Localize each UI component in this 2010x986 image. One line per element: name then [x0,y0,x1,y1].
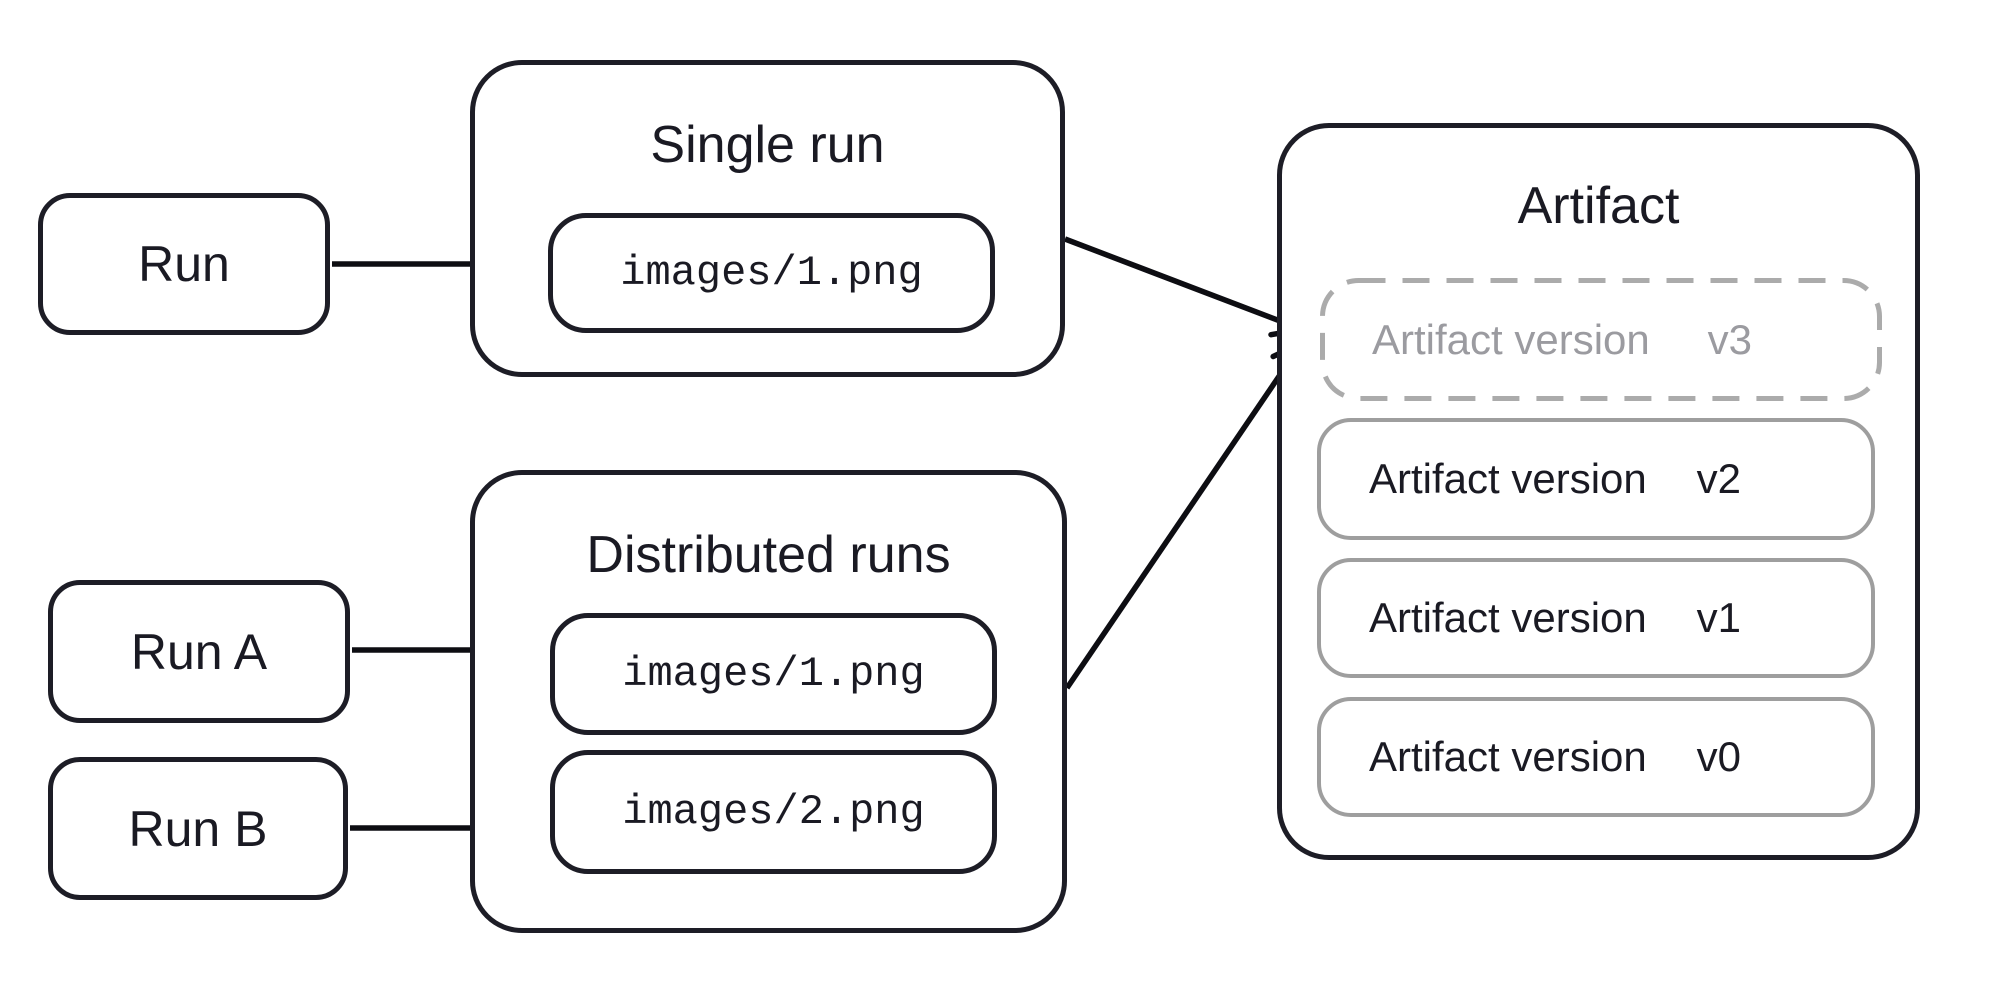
artifact-version-number: v0 [1696,733,1741,780]
file-box-dist-images-1: images/1.png [550,613,997,735]
node-run-a: Run A [48,580,350,723]
artifact-title: Artifact [1517,177,1680,235]
artifact-version-row-v1: Artifact version v1 [1317,558,1875,678]
artifact-version-row-v3: Artifact version v3 [1320,278,1882,401]
container-artifact: Artifact Artifact version v3 Artifact ve… [1277,123,1920,860]
file-box-dist-images-2: images/2.png [550,750,997,874]
artifact-version-label: Artifact version [1369,455,1647,502]
distributed-runs-title: Distributed runs [586,526,951,584]
file-box-single-images-1: images/1.png [548,213,995,333]
artifact-version-number: v2 [1696,455,1741,502]
file-label: images/2.png [622,788,925,836]
file-label: images/1.png [622,650,925,698]
container-distributed-runs: Distributed runs images/1.png images/2.p… [470,470,1067,933]
node-run: Run [38,193,330,335]
node-run-label: Run [138,236,230,292]
artifact-version-number: v1 [1696,594,1741,641]
node-run-b-label: Run B [128,800,268,857]
single-run-title: Single run [650,116,885,174]
artifact-version-number: v3 [1707,315,1752,363]
edge-dist-to-artifact-v3 [1064,340,1305,690]
artifact-version-label: Artifact version [1369,594,1647,641]
node-run-b: Run B [48,757,348,900]
artifact-version-row-v2: Artifact version v2 [1317,418,1875,540]
artifact-version-label: Artifact version [1372,315,1650,363]
container-single-run: Single run images/1.png [470,60,1065,377]
node-run-a-label: Run A [130,623,268,680]
edge-single-to-artifact-v3 [1064,236,1305,338]
artifact-version-row-v0: Artifact version v0 [1317,697,1875,817]
artifact-version-label: Artifact version [1369,733,1647,780]
file-label: images/1.png [620,249,923,297]
